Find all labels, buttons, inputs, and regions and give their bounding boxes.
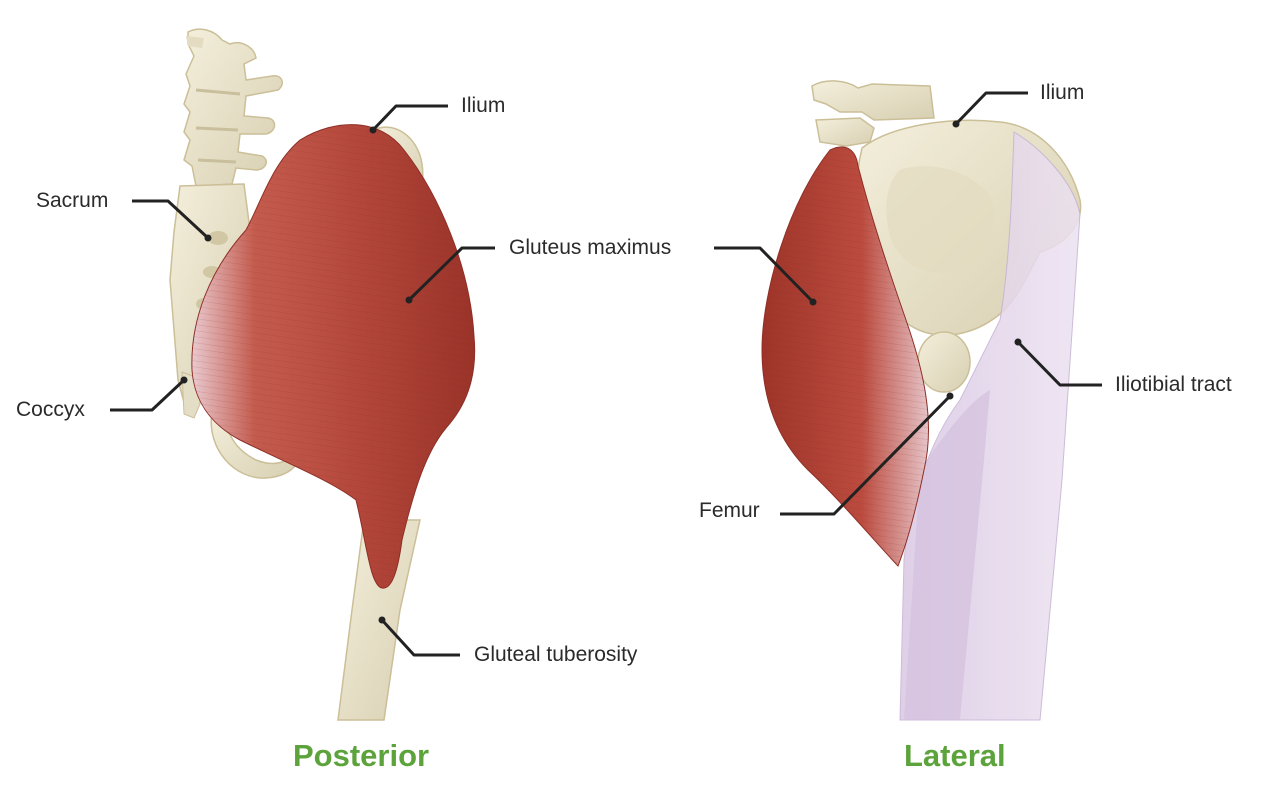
leader-lines	[110, 91, 1102, 657]
femur-head-lateral	[917, 331, 971, 393]
label-femur: Femur	[699, 499, 760, 522]
label-iliotibial-tract: Iliotibial tract	[1115, 373, 1232, 396]
label-coccyx: Coccyx	[16, 398, 85, 421]
view-label-lateral: Lateral	[904, 738, 1006, 773]
label-sacrum: Sacrum	[36, 189, 109, 212]
label-gluteus-maximus: Gluteus maximus	[509, 236, 672, 259]
leader-femur	[780, 394, 952, 516]
lateral-view	[761, 80, 1082, 721]
leader-iliotibial-tract	[1016, 340, 1102, 387]
leader-coccyx	[110, 378, 186, 412]
leader-ilium-posterior	[371, 104, 448, 132]
leader-gluteus-maximus-lateral	[714, 246, 815, 304]
label-ilium-lateral: Ilium	[1040, 81, 1085, 104]
leader-gluteus-maximus-posterior	[407, 246, 495, 302]
leader-gluteal-tuberosity	[380, 618, 460, 657]
leader-ilium-lateral	[954, 91, 1028, 126]
label-ilium-posterior: Ilium	[461, 94, 506, 117]
label-gluteal-tuberosity: Gluteal tuberosity	[474, 643, 638, 666]
leader-sacrum	[132, 199, 210, 240]
posterior-view	[169, 28, 476, 721]
view-label-posterior: Posterior	[293, 738, 430, 773]
lumbar-vertebrae	[183, 28, 283, 187]
